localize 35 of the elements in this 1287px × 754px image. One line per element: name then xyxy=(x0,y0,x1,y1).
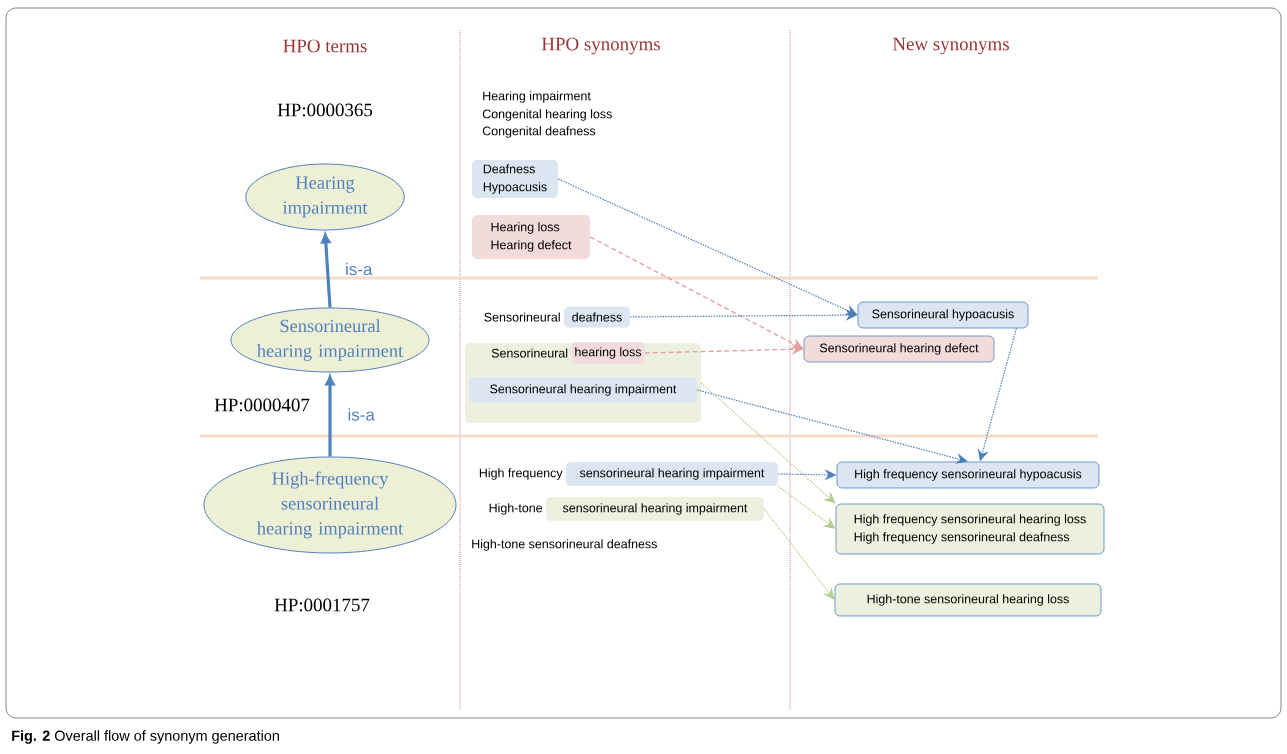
synonym-box: hearing loss xyxy=(571,342,645,364)
edge-label: is-a xyxy=(346,262,373,276)
synonym-prefix: Sensorineural xyxy=(484,312,560,322)
arrow xyxy=(763,508,835,600)
synonym-text: Congenital deafness xyxy=(482,126,596,138)
column-heading: HPO synonyms xyxy=(541,37,660,55)
synonym-text: High-tone sensorineural deafness xyxy=(472,539,657,551)
synonym-box: sensorineural hearing impairment xyxy=(546,497,764,521)
synonym-prefix: High frequency xyxy=(479,468,563,480)
arrow xyxy=(777,485,836,529)
synonym-text: Hearing impairment xyxy=(483,91,591,103)
synonym-box: sensorineural hearing impairment xyxy=(566,462,778,486)
synonym-prefix: Sensorineural xyxy=(491,348,568,358)
caption: Fig. 2 Overall flow of synonym generation xyxy=(12,730,279,744)
arrow xyxy=(696,389,968,464)
synonym-box: deafness xyxy=(564,306,630,328)
column-heading: New synonyms xyxy=(892,37,1009,55)
synonym-box: High-tone sensorineural hearing loss xyxy=(834,583,1102,617)
term-id: HP:0001757 xyxy=(274,598,370,612)
term-id: HP:0000407 xyxy=(214,398,310,412)
edge-label: is-a xyxy=(348,408,375,421)
synonym-box: Hearing loss Hearing defect xyxy=(472,215,590,259)
arrow xyxy=(325,375,335,457)
arrow xyxy=(700,382,836,504)
synonym-box: Sensorineural hearing impairment xyxy=(469,377,697,403)
synonym-box: High frequency sensorineural hypoacusis xyxy=(836,461,1100,489)
column-heading: HPO terms xyxy=(283,39,367,53)
arrow xyxy=(321,233,332,308)
synonym-box: Deafness Hypoacusis xyxy=(472,160,558,198)
synonym-box: Sensorineural hearing defect xyxy=(803,335,995,363)
term-id: HP:0000365 xyxy=(277,103,373,117)
synonym-box: High frequency sensorineural hearing loss High frequency sensorineural deafness xyxy=(835,503,1105,555)
synonym-box: Sensorineural hypoacusis xyxy=(857,301,1029,329)
synonym-text: Congenital hearing loss xyxy=(482,109,612,121)
synonym-prefix: High-tone xyxy=(489,503,543,515)
